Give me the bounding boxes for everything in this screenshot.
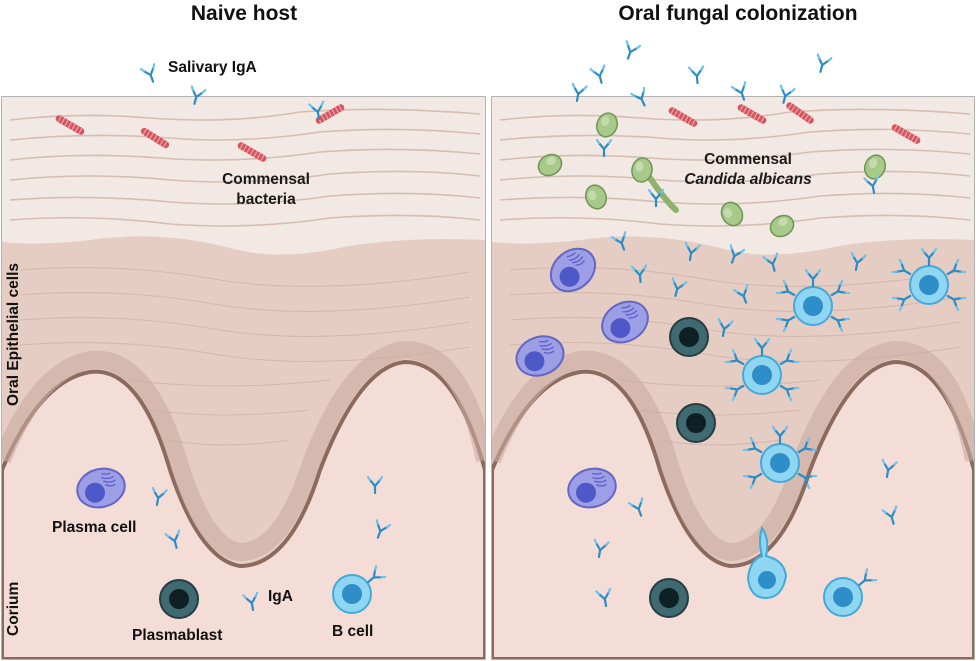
oral-epithelial-cells-label: Oral Epithelial cells xyxy=(5,262,22,406)
plasmablast-label: Plasmablast xyxy=(132,627,223,644)
plasma-cell-label: Plasma cell xyxy=(52,519,137,536)
b-cell-icon xyxy=(332,574,372,614)
corium-label: Corium xyxy=(5,581,22,636)
commensal-bacteria-line2: bacteria xyxy=(236,191,296,208)
salivary-iga-label: Salivary IgA xyxy=(168,59,257,76)
plasmablast-icon xyxy=(159,579,199,619)
right-candida xyxy=(533,109,890,242)
commensal-candida-label: Commensal Candida albicans xyxy=(678,150,818,190)
right-cells xyxy=(509,239,967,618)
commensal-bacteria-line1: Commensal xyxy=(222,171,310,188)
left-panel-title: Naive host xyxy=(190,2,298,25)
commensal-bacteria-label: Commensal bacteria xyxy=(216,170,316,210)
commensal-candida-line1: Commensal xyxy=(704,151,792,168)
commensal-candida-line2: Candida albicans xyxy=(684,171,812,188)
right-panel-title: Oral fungal colonization xyxy=(618,2,858,25)
iga-label: IgA xyxy=(268,588,293,605)
b-cell-label: B cell xyxy=(332,623,374,640)
